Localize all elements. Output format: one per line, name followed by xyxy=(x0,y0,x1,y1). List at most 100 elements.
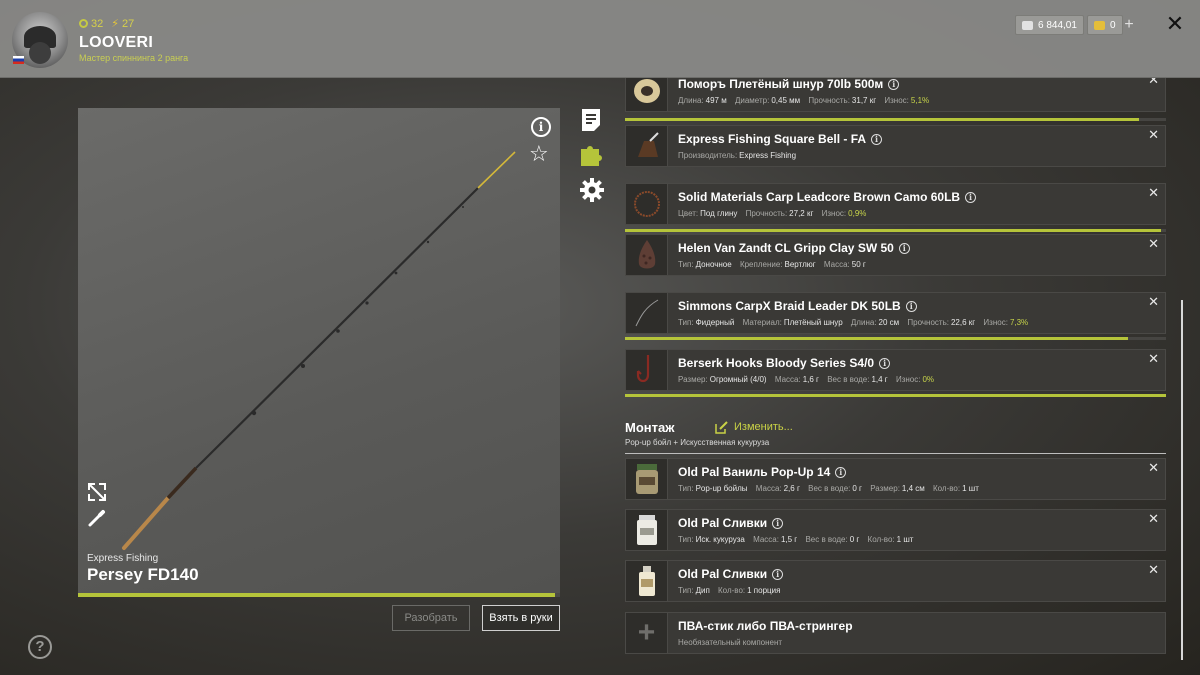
remove-icon[interactable]: ✕ xyxy=(1148,511,1159,526)
avatar-hat xyxy=(24,26,56,48)
card-props: Длина:497 м Диаметр:0,45 мм Прочность:31… xyxy=(678,96,930,105)
fishing-rod-image xyxy=(122,151,516,550)
panel-scrollbar[interactable] xyxy=(1181,300,1183,660)
card-props: Тип:Дип Кол-во:1 порция xyxy=(678,586,781,595)
energy-value: 27 xyxy=(121,17,135,30)
info-icon[interactable]: i xyxy=(905,301,917,312)
silver-icon xyxy=(1022,20,1033,30)
edit-rig-button[interactable]: Изменить... xyxy=(715,420,793,434)
remove-icon[interactable]: ✕ xyxy=(1148,460,1159,475)
coins-value: 32 xyxy=(91,17,104,30)
card-props: Цвет:Под глину Прочность:27,2 кг Износ:0… xyxy=(678,209,867,218)
edit-pencil-icon xyxy=(715,421,728,434)
sinker-icon xyxy=(626,235,668,275)
rig-section-title: Монтаж xyxy=(625,420,675,435)
remove-icon[interactable]: ✕ xyxy=(1148,127,1159,142)
bolt-icon: ⚡ xyxy=(111,18,119,30)
rod-condition-bar xyxy=(78,593,560,597)
edit-rig-label: Изменить... xyxy=(734,421,793,433)
energy-stat: ⚡ 27 xyxy=(111,17,135,31)
rod-name: Persey FD140 xyxy=(87,565,199,584)
equipment-card-leadcore[interactable]: Solid Materials Carp Leadcore Brown Camo… xyxy=(625,183,1166,225)
remove-icon[interactable]: ✕ xyxy=(1148,294,1159,309)
info-icon[interactable]: i xyxy=(772,569,784,580)
disassemble-button[interactable]: Разобрать xyxy=(392,605,470,631)
card-title: Solid Materials Carp Leadcore Brown Camo… xyxy=(678,190,977,204)
close-icon[interactable]: ✕ xyxy=(1165,11,1185,36)
coins-stat: 32 xyxy=(79,17,103,30)
gold-value: 0 xyxy=(1110,19,1116,31)
rod-preview[interactable] xyxy=(78,108,560,594)
rod-info-icon[interactable]: i xyxy=(531,117,551,137)
info-icon[interactable]: i xyxy=(835,467,847,478)
add-plus-icon: + xyxy=(626,613,668,653)
top-bar: 32 ⚡ 27 LOOVERI Мастер спиннинга 2 ранга… xyxy=(0,0,1200,78)
gold-balance: 0 xyxy=(1087,15,1123,35)
add-gold-button[interactable]: + xyxy=(1124,16,1134,33)
rod-condition-fill xyxy=(78,593,556,597)
bell-icon xyxy=(626,126,668,166)
expand-icon[interactable] xyxy=(87,482,107,502)
russia-flag-icon xyxy=(13,56,24,64)
hook-icon xyxy=(626,350,668,390)
silver-value: 6 844,01 xyxy=(1038,19,1077,31)
rig-description: Pop-up бойл + Искусственная кукуруза xyxy=(625,438,770,447)
card-props: Тип:Фидерный Материал:Плетёный шнур Длин… xyxy=(678,318,1029,327)
info-icon[interactable]: i xyxy=(898,243,910,254)
help-icon[interactable]: ? xyxy=(28,635,52,659)
card-props: Тип:Pop-up бойлы Масса:2,6 г Вес в воде:… xyxy=(678,484,979,493)
wear-fill xyxy=(625,229,1161,232)
card-title: ПВА-стик либо ПВА-стрингер xyxy=(678,619,853,633)
tab-notes-icon[interactable] xyxy=(579,107,605,133)
wear-fill xyxy=(625,337,1129,340)
pva-slot[interactable]: + ПВА-стик либо ПВА-стрингер Необязатель… xyxy=(625,612,1166,654)
info-icon[interactable]: i xyxy=(888,79,900,90)
info-icon[interactable]: i xyxy=(772,518,784,529)
dip-bottle-icon xyxy=(626,561,668,601)
boilie-jar-icon xyxy=(626,459,668,499)
coin-icon xyxy=(79,19,88,28)
remove-icon[interactable]: ✕ xyxy=(1148,185,1159,200)
info-icon[interactable]: i xyxy=(965,192,977,203)
remove-icon[interactable]: ✕ xyxy=(1148,236,1159,251)
wear-fill xyxy=(625,118,1139,121)
leadcore-icon xyxy=(626,184,668,224)
pva-subtitle: Необязательный компонент xyxy=(678,638,783,647)
paint-brush-icon[interactable] xyxy=(87,508,107,528)
info-icon[interactable]: i xyxy=(879,358,891,369)
section-divider xyxy=(625,453,1166,454)
wear-fill xyxy=(625,394,1166,397)
remove-icon[interactable]: ✕ xyxy=(1148,562,1159,577)
take-in-hands-button[interactable]: Взять в руки xyxy=(482,605,560,631)
card-props: Тип:Иск. кукуруза Масса:1,5 г Вес в воде… xyxy=(678,535,914,544)
tab-assembly-puzzle-icon[interactable] xyxy=(579,142,605,168)
remove-icon[interactable]: ✕ xyxy=(1148,351,1159,366)
tab-settings-gear-icon[interactable] xyxy=(579,177,605,203)
corn-jar-icon xyxy=(626,510,668,550)
rod-brand: Express Fishing xyxy=(87,553,159,564)
wear-bar xyxy=(625,337,1166,340)
username: LOOVERI xyxy=(79,34,154,51)
gold-icon xyxy=(1094,20,1105,30)
wear-bar xyxy=(625,394,1166,397)
favorite-star-icon[interactable]: ☆ xyxy=(529,141,549,166)
wear-bar xyxy=(625,229,1166,232)
info-icon[interactable]: i xyxy=(871,134,883,145)
remove-icon[interactable]: ✕ xyxy=(1148,78,1159,87)
avatar-face xyxy=(29,42,51,64)
